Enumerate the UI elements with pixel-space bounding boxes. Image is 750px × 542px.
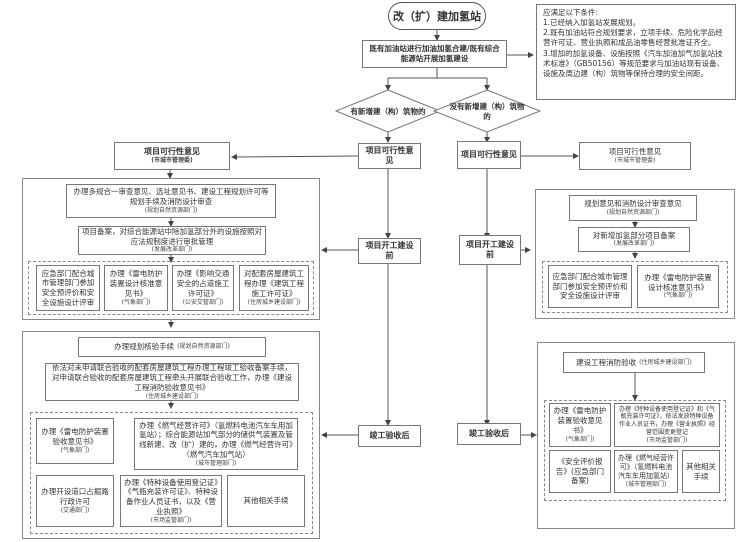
left-pre-construction-frame xyxy=(22,178,320,320)
left-post-item: 办理《燃气经营许可》（氢燃料电池汽车车用加氢站）；综合能源站加气部分的储供气装置… xyxy=(134,418,298,470)
left-plan-label: 办理多规合一审查意见、选址意见书、建设工程规划许可等规划手续及消防设计审查 xyxy=(73,187,269,207)
right-pre-item-label: 应急部门配合城市管理部门参加安全预评价和安全设施设计评审 xyxy=(552,271,628,301)
stage-feasibility-right: 项目可行性意见 xyxy=(457,141,521,169)
right-post-item-label: 其他相关手续 xyxy=(686,461,716,481)
left-post-completion-frame xyxy=(22,331,320,539)
right-filing-label: 对新增加氢部分项目备案 xyxy=(592,230,676,240)
decision-without-new-label: 没有新增建（构）筑物的 xyxy=(449,102,525,121)
left-planning-check-label: 办理规划核验手续 xyxy=(114,342,175,352)
left-pre-item-dept: (住房城乡建设部门) xyxy=(247,298,301,306)
left-post-item-label: 办理《燃气经营许可》（氢燃料电池汽车车用加氢站）；综合能源站加气部分的储供气装置… xyxy=(139,420,293,459)
right-post-item-label: 《安全评价报告》(应急部门备案) xyxy=(556,456,604,486)
conditions-heading: 应满足以下条件: xyxy=(543,8,599,17)
condition-item: 1.已经纳入加氢站发展规划。 xyxy=(543,18,641,28)
right-post-item: 《安全评价报告》(应急部门备案) xyxy=(549,450,611,493)
left-filing-box: 项目备案，对综合能源站中除加氢部分外的设施按照对应法规制度进行审批管理 (发展改… xyxy=(78,226,266,255)
left-acceptance-box: 依法对未申请联合验收的配套房屋建筑工程办理工程竣工验收备案手续，对申请联合验收的… xyxy=(45,363,299,401)
right-pre-construction-frame xyxy=(535,189,735,319)
right-post-item-label: 办理《雷电防护装置验收意见书》 xyxy=(553,406,607,435)
stage-post-completion-right: 竣工验收后 xyxy=(457,423,521,445)
right-post-items-group xyxy=(544,400,726,501)
right-feasibility-box: 项目可行性意见 (市城市管理委) xyxy=(579,142,691,170)
left-pre-item-dept: (气象部门) xyxy=(121,298,151,306)
right-feasibility-dept: (市城市管理委) xyxy=(614,156,656,164)
right-fire-acceptance-box: 建设工程消防验收 (住房城乡建设部门) xyxy=(563,352,705,373)
left-post-item: 办理《雷电防护装置验收意见书》 (气象部门) xyxy=(36,418,114,464)
start-step: 既有加油站进行加油加氢合建/既有综合能源站开展加氢建设 xyxy=(362,40,507,68)
conditions-note: 应满足以下条件: 1.已经纳入加氢站发展规划。 2.既有加油站符合规划要求，立项… xyxy=(536,4,736,100)
left-planning-check-dept: (规划自然资源部门) xyxy=(177,343,230,351)
right-fire-acceptance-label: 建设工程消防验收 xyxy=(576,357,637,367)
left-pre-item: 对配套房屋建筑工程办理《建筑工程施工许可证》 (住房城乡建设部门) xyxy=(239,265,309,311)
stage-post-completion-left: 竣工验收后 xyxy=(358,425,421,447)
decision-with-new-label: 有新增建（构）筑物的 xyxy=(350,107,426,117)
right-post-item-dept: (气象部门) xyxy=(565,435,595,443)
right-pre-item-label: 办理《雷电防护装置设计核准意见书》 xyxy=(644,272,712,292)
left-pre-item-label: 办理《影响交通安全的占道施工许可证》 xyxy=(176,269,230,298)
right-filing-box: 对新增加氢部分项目备案 (发展改革部门) xyxy=(578,227,690,252)
left-planning-check-box: 办理规划核验手续 (规划自然资源部门) xyxy=(78,337,266,357)
right-post-item-dept: (城市管理部门) xyxy=(625,481,667,489)
left-pre-items-group xyxy=(28,261,314,315)
left-post-item: 其他相关手续 xyxy=(227,475,305,527)
right-fire-acceptance-dept: (住房城乡建设部门) xyxy=(639,358,692,366)
left-post-item-label: 办理《特种设备使用登记证》《气瓶充装许可证》、特种设备作业人员证书，以及《营业执… xyxy=(124,477,218,516)
left-post-item: 办理开设道口占掘路行政许可 (交通部门) xyxy=(36,475,114,527)
left-post-item-label: 其他相关手续 xyxy=(243,496,289,506)
left-pre-item-label: 应急部门配合城市管理部门参加安全预评价和安全设施设计评审 xyxy=(41,268,95,307)
stage-pre-construction-right: 项目开工建设前 xyxy=(459,235,521,265)
left-plan-dept: (规划自然资源部门) xyxy=(144,206,198,214)
right-post-item-label: 办理《特种设备使用登记证》和《气瓶充装许可证》，依法发放特种设备作业人员证书，办… xyxy=(618,405,715,436)
left-post-item-dept: (气象部门) xyxy=(60,446,90,454)
left-post-item-dept: (市场监管部门) xyxy=(150,516,192,524)
right-filing-dept: (发展改革部门) xyxy=(613,240,655,248)
left-post-item-label: 办理开设道口占掘路行政许可 xyxy=(41,487,109,507)
left-acceptance-dept: (住房城乡建设部门) xyxy=(145,392,199,400)
left-pre-item-dept: (公安交管部门) xyxy=(182,298,224,306)
right-feasibility-label: 项目可行性意见 xyxy=(608,147,662,157)
left-pre-item: 办理《雷电防护装置设计核准意见书》 (气象部门) xyxy=(104,265,168,311)
left-feasibility-label: 项目可行性意见 xyxy=(144,146,200,156)
left-feasibility-box: 项目可行性意见 (市城市管理委) xyxy=(114,142,230,170)
stage-pre-construction-left: 项目开工建设前 xyxy=(358,238,421,264)
right-post-item: 办理《雷电防护装置验收意见书》 (气象部门) xyxy=(549,403,611,447)
title-terminator: 改（扩）建加氢站 xyxy=(388,2,486,30)
right-post-item: 办理《特种设备使用登记证》和《气瓶充装许可证》，依法发放特种设备作业人员证书，办… xyxy=(614,403,720,447)
left-acceptance-label: 依法对未申请联合验收的配套房屋建筑工程办理工程竣工验收备案手续，对申请联合验收的… xyxy=(52,363,292,392)
left-post-item: 办理《特种设备使用登记证》《气瓶充装许可证》、特种设备作业人员证书，以及《营业执… xyxy=(120,475,222,527)
right-pre-item: 办理《雷电防护装置设计核准意见书》 (气象部门) xyxy=(637,265,719,308)
left-filing-label: 项目备案，对综合能源站中除加氢部分外的设施按照对应法规制度进行审批管理 xyxy=(82,226,262,246)
left-pre-item: 办理《影响交通安全的占道施工许可证》 (公安交管部门) xyxy=(172,265,234,311)
right-plan-box: 规划意见和消防设计审查意见 (规划自然资源部门) xyxy=(569,195,697,221)
left-post-item-label: 办理《雷电防护装置验收意见书》 xyxy=(41,427,109,447)
right-post-item-label: 办理《燃气经营许可》（氢燃料电池汽车车用加氢站） xyxy=(618,453,674,481)
right-pre-item-dept: (气象部门) xyxy=(663,292,693,300)
left-feasibility-dept: (市城市管理委) xyxy=(151,157,193,165)
stage-feasibility-left: 项目可行性意见 xyxy=(358,143,421,169)
right-post-item: 其他相关手续 xyxy=(682,450,720,493)
left-post-item-dept: (城市管理部门) xyxy=(195,459,237,467)
right-pre-items-group xyxy=(542,261,728,313)
right-pre-item: 应急部门配合城市管理部门参加安全预评价和安全设施设计评审 xyxy=(548,265,632,308)
decision-diamonds xyxy=(334,89,542,133)
left-pre-item-label: 办理《雷电防护装置设计核准意见书》 xyxy=(109,269,163,298)
left-post-items-group xyxy=(30,412,313,534)
left-plan-box: 办理多规合一审查意见、选址意见书、建设工程规划许可等规划手续及消防设计审查 (规… xyxy=(66,184,276,218)
condition-item: 2.既有加油站符合规划要求，立项手续、危险化学品经营许可证、营业执照和成品油零售… xyxy=(543,28,723,48)
left-post-item-dept: (交通部门) xyxy=(60,506,90,514)
decision-without-new xyxy=(432,89,542,133)
condition-item: 3.增加的加氢设备、设施按照《汽车加油加气加氢站技术标准》（GB50156）等规… xyxy=(543,48,725,78)
right-plan-dept: (规划自然资源部门) xyxy=(606,208,660,216)
left-pre-item: 应急部门配合城市管理部门参加安全预评价和安全设施设计评审 xyxy=(36,265,100,311)
right-post-item-dept: (市场监管部门) xyxy=(646,436,688,444)
decision-with-new xyxy=(334,89,442,133)
right-post-completion-frame xyxy=(537,342,735,529)
left-pre-item-label: 对配套房屋建筑工程办理《建筑工程施工许可证》 xyxy=(244,269,304,298)
left-filing-dept: (发展改革部门) xyxy=(151,246,193,254)
right-post-item: 办理《燃气经营许可》（氢燃料电池汽车车用加氢站） (城市管理部门) xyxy=(614,450,678,493)
right-plan-label: 规划意见和消防设计审查意见 xyxy=(584,199,682,209)
